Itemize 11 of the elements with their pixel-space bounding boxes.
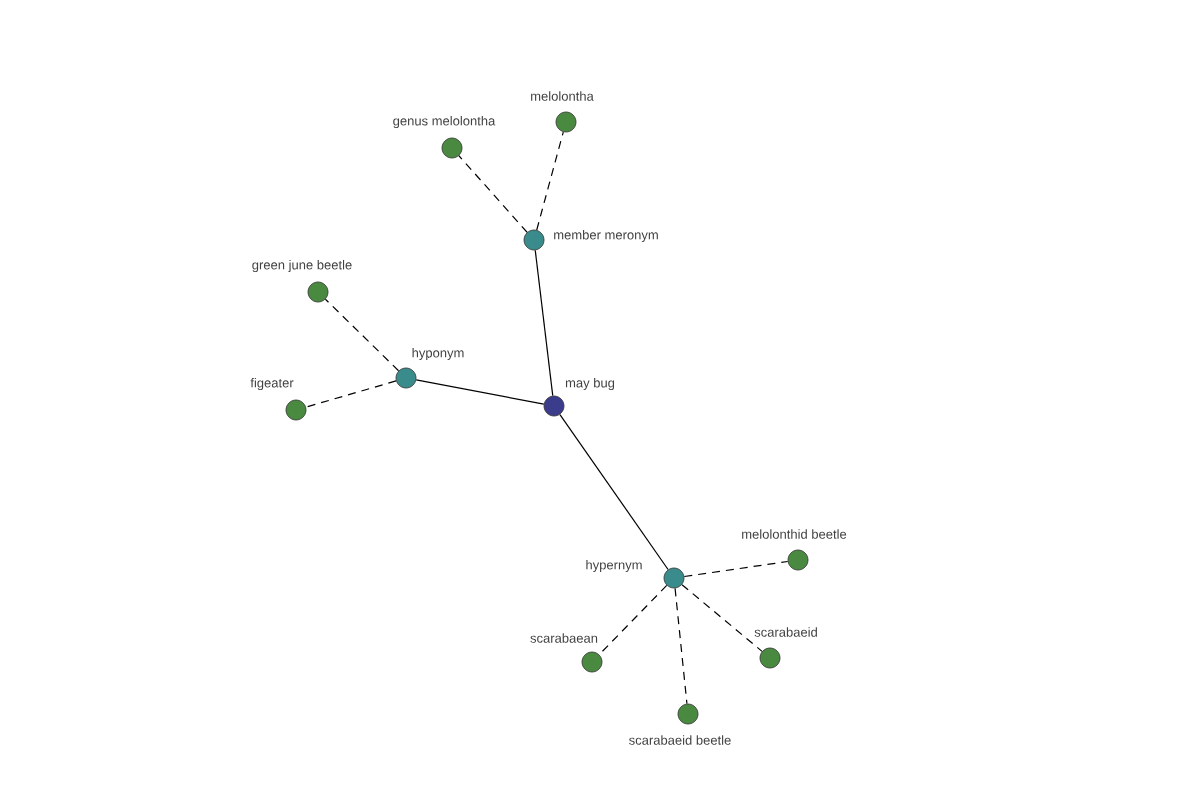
connector-line: [681, 584, 763, 652]
connector-line: [305, 380, 397, 408]
connector-line: [536, 131, 564, 231]
connector-line: [674, 587, 688, 705]
connector-line: [559, 413, 669, 571]
connector-line: [534, 249, 554, 397]
connector-line: [415, 379, 545, 405]
connector-line: [683, 560, 789, 578]
connector-line: [598, 584, 668, 656]
connector-line: [324, 298, 400, 372]
connector-line: [458, 155, 528, 233]
